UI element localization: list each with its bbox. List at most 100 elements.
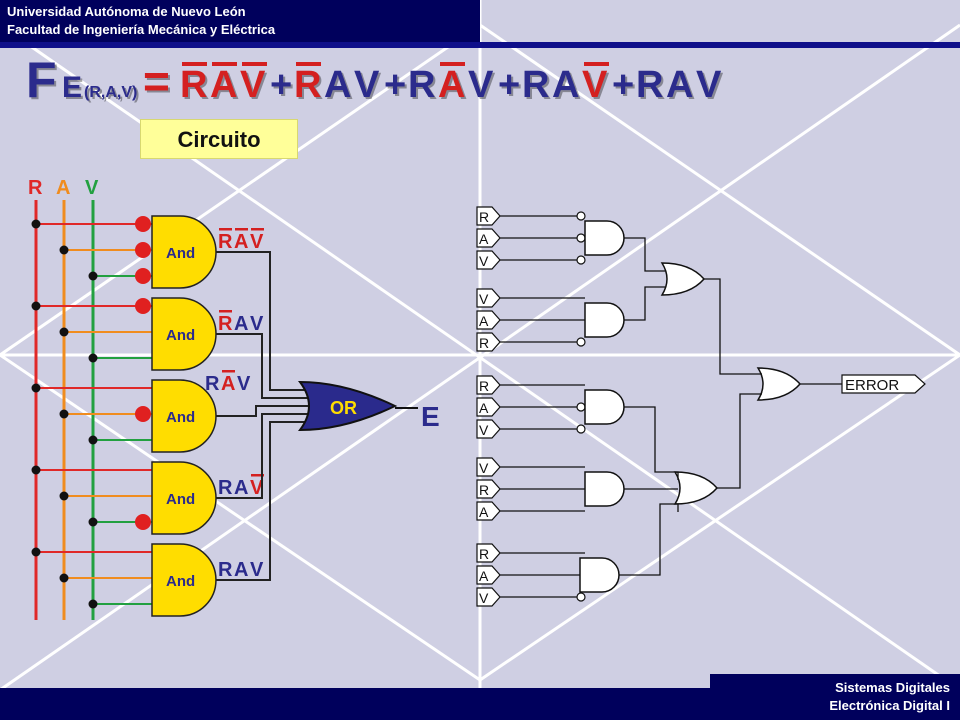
formula-subscript: (R,A,V)	[84, 84, 137, 101]
wire	[619, 503, 679, 576]
formula-term-4-letter-0: R	[636, 64, 663, 106]
gate-term-letter: R	[205, 373, 220, 395]
formula-term-3-letter-0: R	[522, 64, 549, 106]
inverter-bubble	[135, 268, 151, 284]
input-tag	[476, 332, 501, 352]
formula-plus: +	[612, 64, 634, 106]
term-overbar	[219, 228, 232, 231]
and-gate-label: And	[166, 573, 195, 590]
formula-subscript-shadow: (R,A,V)	[86, 86, 139, 103]
junction-dot	[59, 491, 69, 501]
term-overbar	[222, 370, 235, 373]
formula-term-2-letter-0-shadow: R	[410, 66, 437, 108]
formula-term-0-letter-1-shadow: A	[212, 66, 239, 108]
formula-term-4-letter-0-shadow: R	[638, 66, 665, 108]
formula-term-0-letter-0-shadow: R	[182, 66, 209, 108]
formula-term-4-letter-1: A	[666, 64, 693, 106]
inverter-bubble	[576, 233, 586, 243]
and-gate	[584, 302, 625, 338]
junction-dot	[88, 517, 98, 527]
formula-plus: +	[384, 64, 406, 106]
error-output-label: ERROR	[845, 377, 899, 394]
gate-term-letter: R	[218, 477, 233, 499]
formula-plus-shadow: +	[272, 66, 294, 108]
inverter-bubble	[135, 514, 151, 530]
formula-term-4-letter-2-shadow: V	[698, 66, 724, 108]
or-gate	[298, 380, 398, 432]
formula-plus: +	[498, 64, 520, 106]
formula-term-2-letter-2-shadow: V	[470, 66, 496, 108]
inverter-bubble	[135, 242, 151, 258]
formula-plus-shadow: +	[500, 66, 522, 108]
overbar	[212, 62, 237, 66]
input-label-R: R	[28, 177, 43, 199]
inverter-bubble	[576, 337, 586, 347]
input-tag-label: A	[479, 568, 489, 584]
gate-term-letter: A	[221, 373, 235, 395]
formula-plus-shadow: +	[386, 66, 408, 108]
junction-dot	[59, 327, 69, 337]
header-bar-line	[0, 42, 960, 48]
junction-dot	[31, 547, 41, 557]
formula-term-4-letter-2: V	[696, 64, 722, 106]
wire	[624, 286, 665, 321]
input-tag-label: V	[479, 253, 489, 269]
formula-term-1-letter-0: R	[294, 64, 321, 106]
overbar	[584, 62, 609, 66]
and-gate-2	[151, 297, 217, 371]
formula-e: E	[62, 71, 82, 104]
and-gate-3	[151, 379, 217, 453]
formula-term-3-letter-1: A	[552, 64, 579, 106]
gate-term-letter: V	[250, 477, 264, 499]
overbar	[182, 62, 207, 66]
inverter-bubble	[135, 406, 151, 422]
gate-term-letter: R	[218, 231, 233, 253]
formula-plus-shadow: +	[614, 66, 636, 108]
gate-term-letter: R	[218, 313, 233, 335]
header-bar	[0, 0, 480, 42]
junction-dot	[31, 301, 41, 311]
wire	[624, 237, 665, 272]
inverter-bubble	[576, 424, 586, 434]
formula-term-0-letter-1: A	[210, 64, 237, 106]
input-tag-label: R	[479, 209, 489, 225]
formula-term-2-letter-1: A	[438, 64, 465, 106]
formula-term-3-letter-2: V	[582, 64, 608, 106]
gate-term-letter: A	[234, 559, 248, 581]
gate-term-letter: V	[250, 559, 264, 581]
formula-e-shadow: E	[64, 73, 84, 106]
junction-dot	[59, 409, 69, 419]
gate-term-letter: V	[250, 313, 264, 335]
circuito-label: Circuito	[140, 119, 298, 159]
input-tag	[476, 587, 501, 607]
formula-term-2-letter-1-shadow: A	[440, 66, 467, 108]
overbar	[242, 62, 267, 66]
formula-term-0-letter-2: V	[240, 64, 266, 106]
input-tag	[476, 288, 501, 308]
input-tag-label: A	[479, 504, 489, 520]
junction-dot	[31, 383, 41, 393]
gate-term-letter: A	[234, 477, 248, 499]
input-tag	[476, 310, 501, 330]
faculty-name: Facultad de Ingeniería Mecánica y Eléctr…	[7, 22, 276, 37]
gate-term-letter: V	[250, 231, 264, 253]
and-gate	[579, 557, 620, 593]
junction-dot	[31, 465, 41, 475]
formula-term-1-letter-0-shadow: R	[296, 66, 323, 108]
junction-dot	[59, 573, 69, 583]
or-gate-top	[660, 262, 705, 296]
formula-f: F	[26, 52, 57, 108]
formula-plus: +	[270, 64, 292, 106]
and-gate-label: And	[166, 409, 195, 426]
formula-term-4-letter-1-shadow: A	[668, 66, 695, 108]
and-to-or-wire	[216, 251, 313, 391]
input-tag	[476, 397, 501, 417]
formula-term-0-letter-0: R	[180, 64, 207, 106]
input-tag-label: R	[479, 335, 489, 351]
and-gate-5	[151, 543, 217, 617]
input-tag	[476, 457, 501, 477]
formula-equals: =	[143, 55, 170, 107]
and-gate-label: And	[166, 245, 195, 262]
